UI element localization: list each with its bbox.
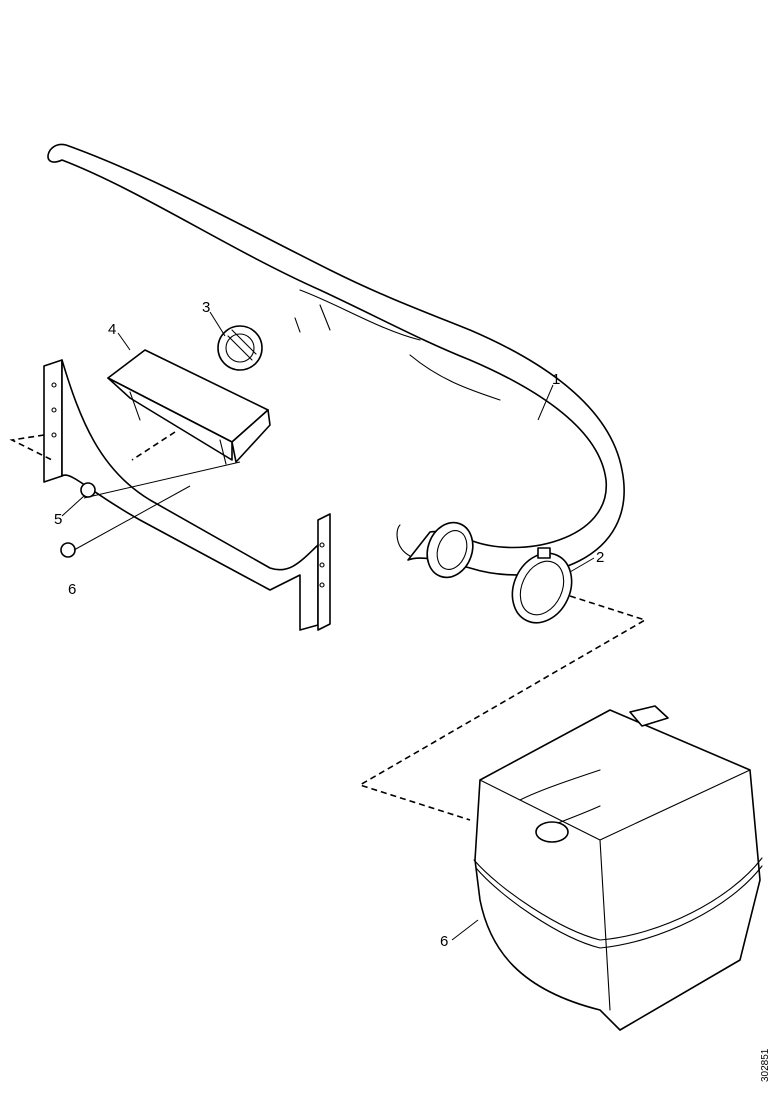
callout-6-nut: 6	[68, 581, 76, 598]
callout-4: 4	[108, 321, 116, 338]
callout-3: 3	[202, 299, 210, 316]
clamp-large-part	[511, 547, 573, 624]
bracket-part	[107, 349, 271, 465]
nut-part	[60, 542, 76, 558]
callout-5: 5	[54, 511, 62, 528]
assembly-line-frame-left	[9, 434, 53, 461]
callout-6-tank: 6	[440, 933, 448, 950]
tank-part	[473, 705, 763, 1031]
bolt-part	[80, 482, 96, 498]
reference-number: 302851	[760, 1048, 771, 1082]
callout-1: 1	[552, 371, 560, 388]
leader-lines	[61, 311, 595, 941]
clamp-small-part	[217, 325, 263, 371]
frame-support	[43, 359, 331, 631]
hose-end-fitting	[426, 521, 474, 579]
callout-2: 2	[596, 549, 604, 566]
assembly-line-bracket	[131, 431, 176, 461]
assembly-line-clamp-to-tank	[358, 595, 647, 821]
